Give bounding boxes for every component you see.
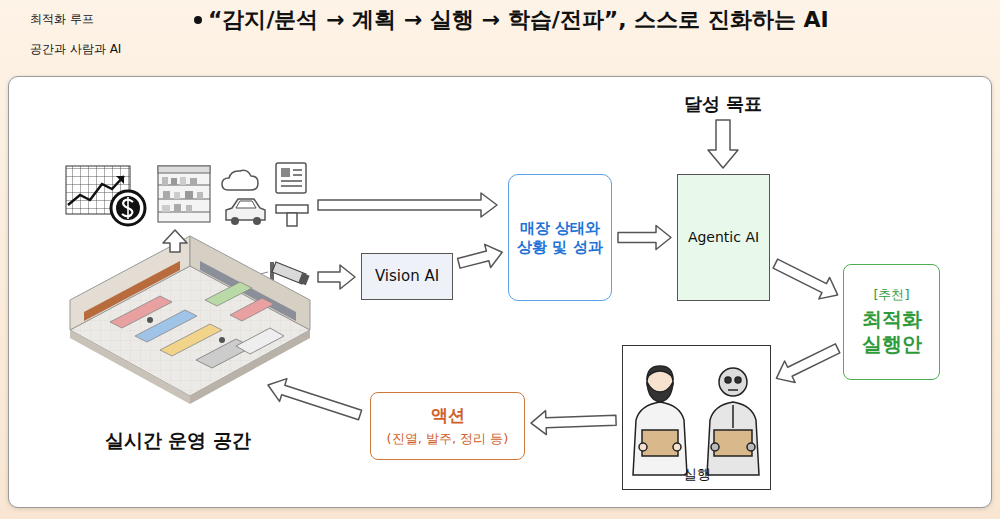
flow-arrow <box>776 344 839 383</box>
flow-arrow <box>458 244 503 268</box>
news-icon-part <box>276 163 306 193</box>
worker-figure-part <box>633 402 687 475</box>
shelf-icon-part <box>158 166 210 173</box>
store-illustration-part <box>147 317 153 323</box>
traffic-icon-part <box>231 217 239 225</box>
block-arrow <box>163 120 738 420</box>
robot-figure <box>707 368 759 475</box>
node-label: [추천] <box>873 287 909 303</box>
store-illustration-part <box>190 236 310 330</box>
shelf-icon-part <box>162 177 168 185</box>
worker-figure-part <box>673 443 681 451</box>
store-illustration-part <box>236 328 284 354</box>
status-box: 매장 상태와 상황 및 성과 <box>508 174 612 301</box>
goal-label: 달성 목표 <box>684 92 762 116</box>
action-box: 액션 (진열, 발주, 정리 등) <box>370 392 525 460</box>
news-icon-part <box>281 168 290 177</box>
news-icon-part <box>281 180 302 182</box>
event-icon-part <box>287 213 297 226</box>
store-illustration-part <box>200 261 296 321</box>
block-arrow-part <box>318 193 497 217</box>
shelf-icon-part <box>171 178 177 185</box>
flow-arrow <box>773 259 838 299</box>
shelf-icon-part <box>174 204 181 212</box>
node-label: Vision AI <box>375 267 439 286</box>
process-box: Vision AI <box>361 253 453 300</box>
store-illustration-part <box>230 298 274 321</box>
shelf-icon-part <box>162 205 170 212</box>
event-icon-part <box>276 205 308 213</box>
traffic-icon <box>226 199 265 225</box>
news-icon-part <box>293 169 302 171</box>
event-icon <box>276 205 308 226</box>
store-illustration <box>70 236 310 404</box>
store-illustration-part <box>70 330 190 404</box>
shelf-icon-part <box>186 205 192 212</box>
traffic-icon-part <box>226 199 265 220</box>
worker-figure-part <box>647 366 673 378</box>
weather-icon-part <box>222 170 258 190</box>
worker-figure-part <box>642 430 678 456</box>
robot-figure-part <box>707 402 759 475</box>
node-text: (진열, 발주, 정리 등) <box>387 431 509 447</box>
shelf-icon-part <box>197 192 203 199</box>
block-arrow-part <box>268 379 362 420</box>
shelf-icon <box>158 166 210 222</box>
sales-chart-icon <box>66 166 145 225</box>
sales-chart-icon-part <box>127 197 129 219</box>
space-label: 실시간 운영 공간 <box>105 428 251 454</box>
title-bullet <box>194 16 202 24</box>
agent-box: Agentic AI <box>677 174 770 301</box>
node-label: Agentic AI <box>688 229 759 247</box>
block-arrow-part <box>708 120 738 168</box>
news-icon-part <box>293 174 302 176</box>
node-label: 실행 <box>683 466 711 484</box>
shelf-icon-part <box>158 166 210 222</box>
recommendation-box: [추천] 최적화 실행안 <box>843 264 940 380</box>
worker-figure <box>633 366 687 475</box>
store-illustration-part <box>219 337 225 343</box>
robot-figure-part <box>732 405 734 428</box>
store-illustration-part <box>205 282 252 306</box>
sales-chart-icon-part <box>111 191 145 225</box>
worker-figure-part <box>647 382 673 402</box>
robot-figure-part <box>728 389 738 391</box>
traffic-icon-part <box>253 217 261 225</box>
worker-figure-part <box>639 443 647 451</box>
subsection-label: 공간과 사람과 AI <box>30 41 121 58</box>
robot-figure-part <box>725 377 731 383</box>
sales-chart-icon-part <box>116 196 140 220</box>
robot-figure-part <box>719 368 747 396</box>
shelf-icon-part <box>190 178 197 185</box>
diagram-title: “감지/분석 → 계획 → 실행 → 학습/전파”, 스스로 진화하는 AI <box>208 5 829 35</box>
sales-chart-icon-part <box>116 176 124 184</box>
shelf-icon-part <box>185 191 193 199</box>
robot-figure-part <box>735 377 741 383</box>
news-icon-part <box>281 185 302 187</box>
node-text: 최적화 실행안 <box>852 307 931 357</box>
traffic-icon-part <box>236 201 256 208</box>
robot-figure-part <box>714 430 752 456</box>
shelf-icon-part <box>174 192 180 199</box>
robot-figure-part <box>747 443 755 451</box>
weather-icon <box>222 170 258 190</box>
execution-box: 실행 <box>622 345 771 490</box>
shelf-icon-part <box>163 191 170 199</box>
section-label: 최적화 루프 <box>30 11 94 28</box>
news-icon <box>276 163 306 193</box>
shelf-icon-part <box>180 177 186 185</box>
flow-arrow <box>531 411 616 435</box>
block-arrow-part <box>163 230 187 252</box>
cctv-camera-part <box>298 273 309 285</box>
title-bullet-part <box>194 16 202 24</box>
node-label: 매장 상태와 상황 및 성과 <box>517 219 603 257</box>
block-arrow-part <box>318 265 355 289</box>
flow-arrow <box>618 226 671 250</box>
robot-figure-part <box>711 443 719 451</box>
node-label: 액션 <box>431 405 465 426</box>
